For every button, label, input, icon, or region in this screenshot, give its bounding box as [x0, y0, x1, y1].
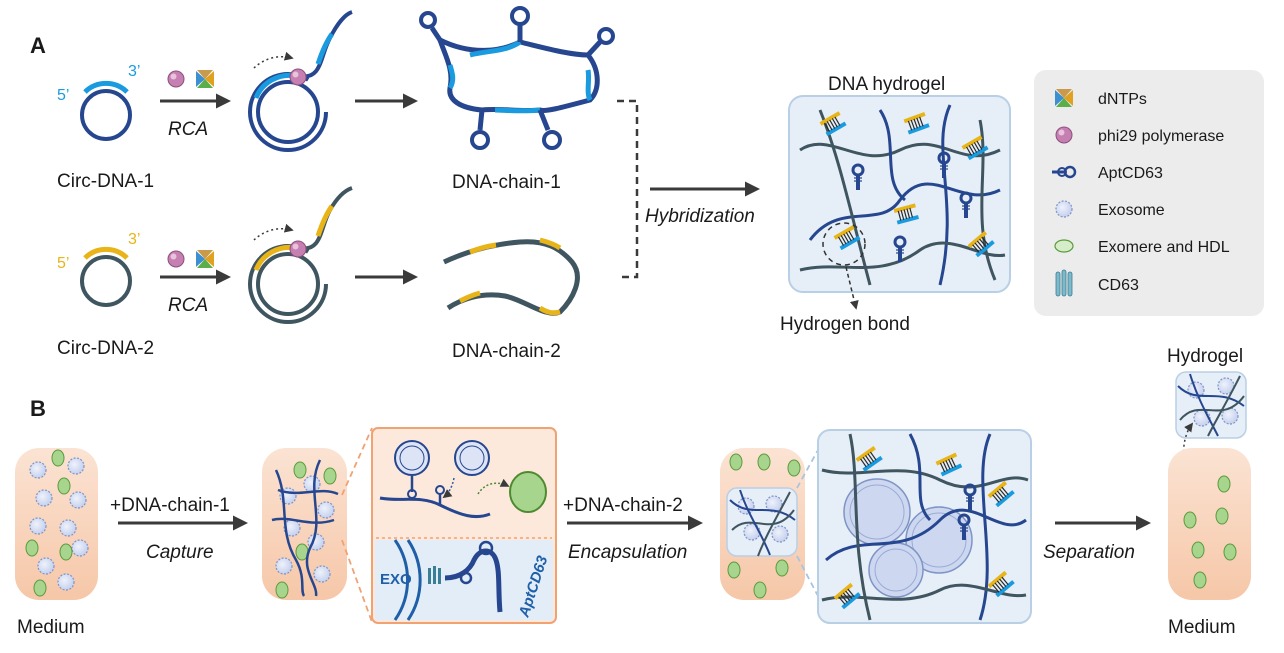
exomere-legend-icon — [1054, 239, 1074, 253]
hydrogen-bond-label: Hydrogen bond — [780, 314, 910, 335]
rca-product-2-diagram — [248, 186, 353, 324]
hydrogen-bond-pointer — [845, 266, 859, 310]
separation-label: Separation — [1043, 542, 1135, 563]
legend: dNTPs phi29 polymerase AptCD63 Exosome E… — [1034, 70, 1264, 316]
hydrogel-box — [1175, 371, 1247, 439]
legend-label-dntps: dNTPs — [1098, 91, 1147, 108]
polymerase-icon — [167, 70, 185, 88]
circ-dna-2-label: Circ-DNA-2 — [57, 338, 154, 359]
medium-right-container — [1168, 448, 1251, 600]
five-prime-label-2: 5’ — [57, 255, 69, 272]
dntp-icon — [196, 70, 214, 88]
panel-label-b: B — [30, 396, 46, 421]
dna-chain-2-diagram — [442, 237, 580, 316]
hybridization-bracket — [617, 99, 639, 279]
cd63-legend-icon — [1055, 269, 1073, 297]
exo-label: EXO — [380, 571, 412, 588]
zoom-line-bottom — [341, 539, 373, 623]
encapsulation-label: Encapsulation — [568, 542, 687, 563]
three-prime-label-2: 3’ — [128, 231, 140, 248]
legend-label-aptcd63: AptCD63 — [1098, 165, 1163, 182]
zoom-line-2-bottom — [796, 555, 819, 597]
aptamer-legend-icon — [1052, 165, 1077, 179]
circ-dna-1-diagram — [80, 80, 132, 141]
hybridization-label: Hybridization — [645, 206, 755, 227]
dntp-icon-2 — [196, 250, 214, 268]
hydrogel-label: Hydrogel — [1167, 346, 1243, 367]
rca-label-1: RCA — [168, 119, 208, 140]
five-prime-label-1: 5’ — [57, 87, 69, 104]
plus-chain-2-label: +DNA-chain-2 — [563, 495, 683, 516]
polymerase-legend-icon — [1055, 126, 1073, 144]
rca-label-2: RCA — [168, 295, 208, 316]
plus-chain-1-label: +DNA-chain-1 — [110, 495, 230, 516]
medium-right-label: Medium — [1168, 617, 1236, 638]
legend-label-exosome: Exosome — [1098, 202, 1165, 219]
medium-left-container — [15, 448, 98, 600]
legend-label-polymerase: phi29 polymerase — [1098, 128, 1224, 145]
legend-label-exomere: Exomere and HDL — [1098, 239, 1230, 256]
three-prime-label-1: 3’ — [128, 63, 140, 80]
polymerase-icon-2 — [167, 250, 185, 268]
panel-label-a: A — [30, 33, 46, 58]
capture-tube — [262, 448, 347, 600]
dna-hydrogel-diagram — [788, 95, 1011, 293]
dna-chain-1-diagram — [419, 6, 615, 150]
medium-left-label: Medium — [17, 617, 85, 638]
zoom-line-2-top — [796, 449, 819, 489]
legend-label-cd63: CD63 — [1098, 277, 1139, 294]
dna-chain-2-label: DNA-chain-2 — [452, 341, 561, 362]
circ-dna-1-label: Circ-DNA-1 — [57, 171, 154, 192]
encapsulation-zoom-box — [817, 429, 1032, 624]
capture-label: Capture — [146, 542, 214, 563]
encapsulation-tube — [720, 448, 805, 600]
dna-hydrogel-title: DNA hydrogel — [828, 74, 945, 95]
dna-chain-1-label: DNA-chain-1 — [452, 172, 561, 193]
capture-zoom-box — [371, 427, 557, 624]
zoom-line-top — [341, 427, 373, 496]
circ-dna-2-diagram — [80, 246, 132, 307]
exosome-legend-icon — [1055, 200, 1073, 218]
rca-product-1-diagram — [248, 10, 353, 152]
